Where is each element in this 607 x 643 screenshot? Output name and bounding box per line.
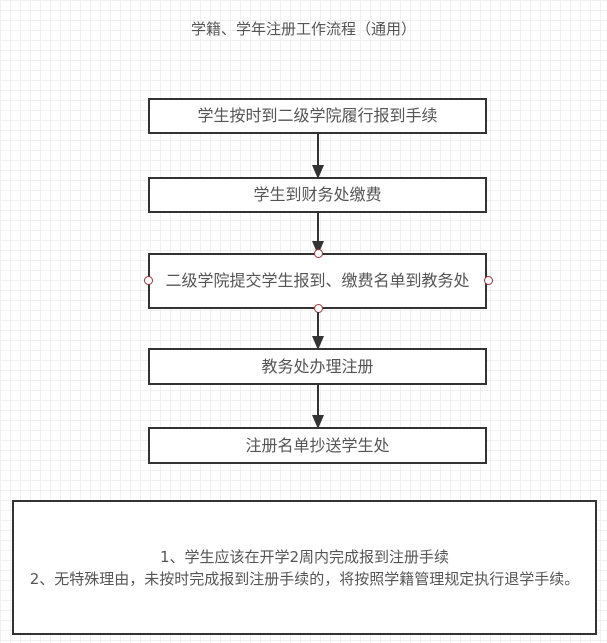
step-5-box[interactable]: 注册名单抄送学生处 — [148, 427, 487, 464]
step-1-box[interactable]: 学生按时到二级学院履行报到手续 — [148, 98, 487, 134]
note-2: 2、无特殊理由，未按时完成报到注册手续的，将按照学籍管理规定执行退学手续。 — [29, 569, 580, 588]
connection-point-left[interactable] — [144, 276, 153, 285]
step-4-box[interactable]: 教务处办理注册 — [148, 348, 487, 385]
connection-point-top[interactable] — [314, 249, 323, 258]
step-3-box[interactable]: 二级学院提交学生报到、缴费名单到教务处 — [148, 253, 487, 309]
diagram-title: 学籍、学年注册工作流程（通用） — [190, 20, 416, 38]
note-1: 1、学生应该在开学2周内完成报到注册手续 — [159, 547, 450, 566]
arrow-4-5 — [312, 385, 324, 429]
arrow-1-2 — [312, 134, 324, 179]
notes-box[interactable]: 1、学生应该在开学2周内完成报到注册手续 2、无特殊理由，未按时完成报到注册手续… — [12, 500, 597, 635]
arrow-2-3 — [312, 213, 324, 255]
arrow-3-4 — [312, 312, 324, 350]
step-2-box[interactable]: 学生到财务处缴费 — [148, 177, 487, 213]
connection-point-right[interactable] — [484, 276, 493, 285]
